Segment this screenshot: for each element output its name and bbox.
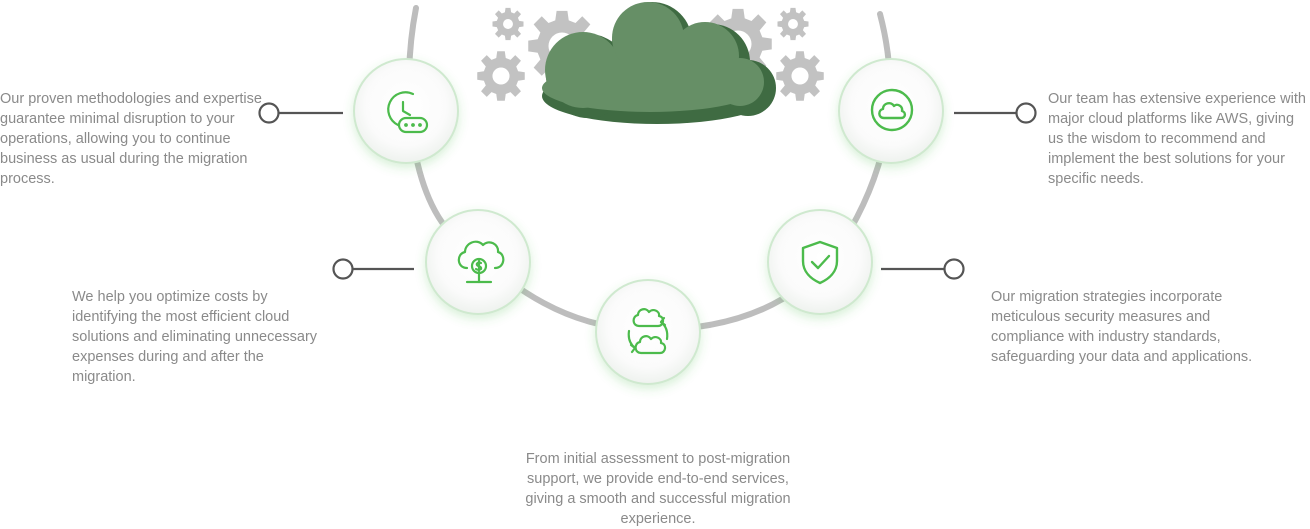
clock-keyboard-icon: [387, 91, 429, 134]
feature-node-cloud-expertise: [838, 58, 944, 164]
shield-check-icon: [801, 240, 839, 285]
connector-dot-minimal-disruption: [258, 102, 280, 124]
feature-description-cost-optimization: We help you optimize costs by identifyin…: [72, 289, 318, 385]
feature-node-minimal-disruption: [353, 58, 459, 164]
feature-node-security: [767, 209, 873, 315]
cloud-sync-icon: [627, 308, 669, 355]
feature-node-cost-optimization: [425, 209, 531, 315]
cloud-dollar-icon: [457, 240, 505, 284]
feature-description-end-to-end: From initial assessment to post-migratio…: [525, 451, 791, 527]
feature-description-minimal-disruption: Our proven methodologies and expertise g…: [0, 91, 262, 187]
connector-dot-security: [943, 258, 965, 280]
feature-description-security: Our migration strategies incorporate met…: [991, 289, 1253, 365]
cloud-with-gears-icon: [477, 2, 824, 124]
feature-node-end-to-end: [595, 279, 701, 385]
connector-dot-cost-optimization: [332, 258, 354, 280]
cloud-icon: [870, 88, 914, 132]
connector-dot-cloud-expertise: [1015, 102, 1037, 124]
feature-description-cloud-expertise: Our team has extensive experience with m…: [1048, 91, 1306, 187]
